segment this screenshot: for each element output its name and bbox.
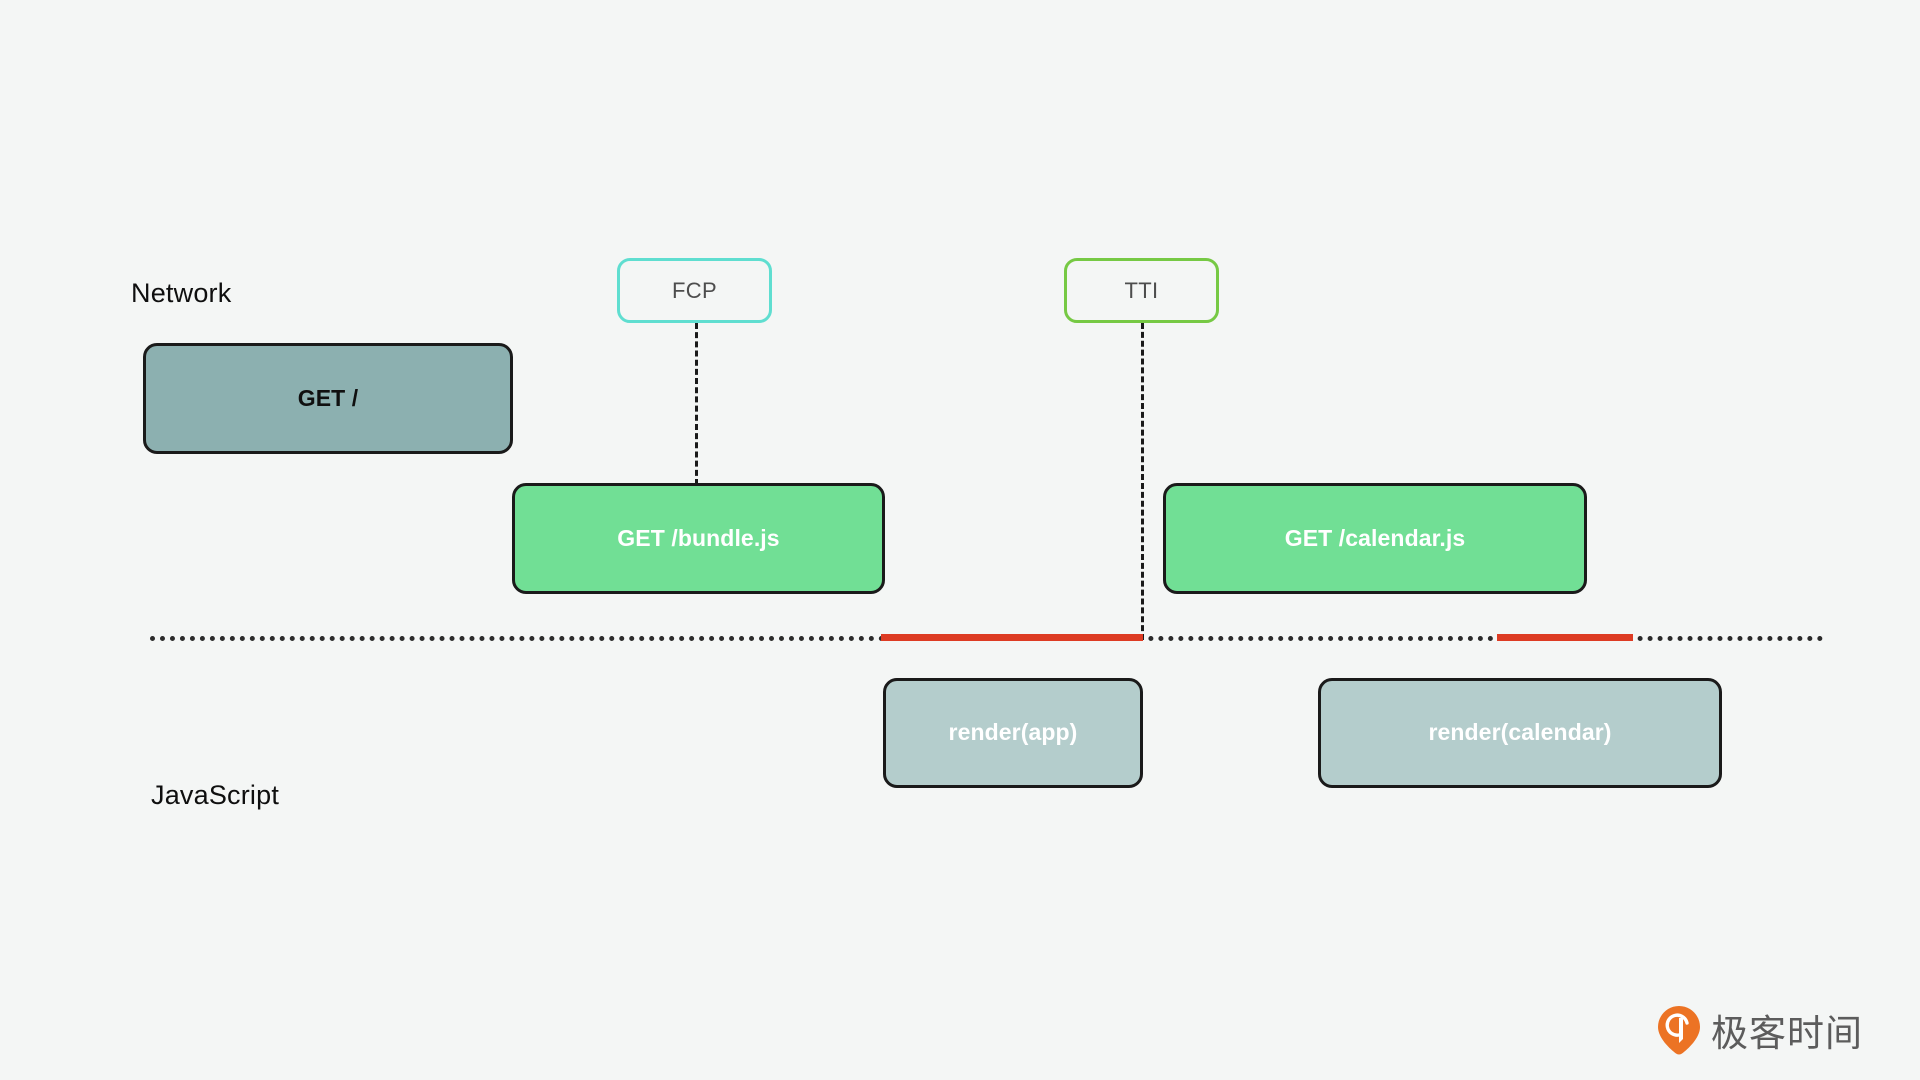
timeline-blocked-segment-render-app (881, 634, 1143, 641)
metric-marker-tti[interactable]: TTI (1064, 258, 1219, 323)
watermark-text: 极客时间 (1711, 1012, 1863, 1055)
watermark: 极客时间 (1657, 1003, 1863, 1057)
tti-dashed-connector-line (1141, 323, 1144, 640)
lane-label-javascript: JavaScript (151, 780, 280, 810)
js-task-render-calendar[interactable]: render(calendar) (1318, 678, 1722, 788)
js-task-render-app-label: render(app) (948, 719, 1078, 746)
network-task-get-bundle[interactable]: GET /bundle.js (512, 483, 885, 594)
metric-marker-tti-label: TTI (1124, 277, 1159, 303)
metric-marker-fcp[interactable]: FCP (617, 258, 772, 323)
network-task-get-root-label: GET / (297, 384, 359, 411)
js-task-render-app[interactable]: render(app) (883, 678, 1143, 788)
network-task-get-calendar-label: GET /calendar.js (1284, 524, 1466, 551)
fcp-dashed-connector-line (695, 323, 698, 485)
timeline-blocked-segment-render-calendar (1497, 634, 1633, 641)
metric-marker-fcp-label: FCP (672, 277, 717, 303)
network-task-get-root[interactable]: GET / (143, 343, 513, 454)
geektime-pin-logo-icon (1657, 1005, 1701, 1055)
js-task-render-calendar-label: render(calendar) (1428, 719, 1612, 746)
lane-label-network: Network (131, 278, 232, 308)
network-task-get-calendar[interactable]: GET /calendar.js (1163, 483, 1587, 594)
network-task-get-bundle-label: GET /bundle.js (617, 524, 780, 551)
